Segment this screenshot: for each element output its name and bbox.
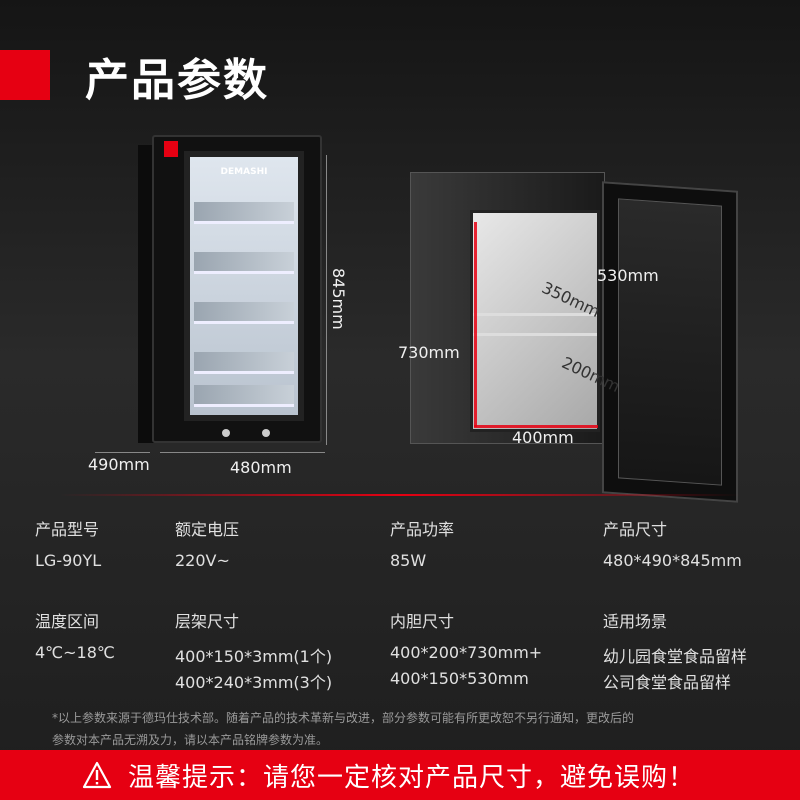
warning-banner: 温馨提示：请您一定核对产品尺寸，避免误购！ [0, 750, 800, 800]
energy-label [164, 141, 178, 157]
inner-width-dimension: 400mm [512, 428, 574, 447]
disclaimer-line-1: *以上参数来源于德玛仕技术部。随着产品的技术革新与改进，部分参数可能有所更改恕不… [52, 711, 635, 725]
brand-logo: DEMASHI [220, 167, 268, 177]
spec-value-shelf-1: 400*150*3mm(1个) [175, 647, 333, 666]
fridge-glass-door: DEMASHI [184, 151, 304, 421]
lock-icon [262, 429, 270, 437]
spec-value-liner-1: 400*200*730mm+ [390, 643, 543, 662]
disclaimer-line-2: 参数对本产品无溯及力，请以本产品铭牌参数为准。 [52, 733, 329, 747]
height-dimension: 845mm [329, 268, 348, 330]
spec-label-scenario: 适用场景 [603, 612, 668, 631]
title-accent-block [0, 50, 50, 100]
spec-label-size: 产品尺寸 [603, 520, 668, 539]
spec-value-scenario-2: 公司食堂食品留样 [603, 673, 732, 692]
spec-label-temperature: 温度区间 [35, 612, 100, 631]
lock-icon [222, 429, 230, 437]
width-dimension: 480mm [230, 458, 292, 477]
warning-icon [82, 761, 112, 789]
fridge-side [138, 145, 154, 443]
depth-dimension: 490mm [88, 455, 150, 474]
spec-label-power: 产品功率 [390, 520, 455, 539]
inner-height-marker [474, 222, 477, 427]
width-dimension-line [160, 452, 325, 453]
spec-value-power: 85W [390, 551, 427, 570]
spec-label-model: 产品型号 [35, 520, 100, 539]
warning-text: 温馨提示：请您一定核对产品尺寸，避免误购！ [128, 762, 696, 793]
spec-label-shelf: 层架尺寸 [175, 612, 240, 631]
spec-value-liner-2: 400*150*530mm [390, 669, 529, 688]
fridge-front-image: DEMASHI [152, 135, 322, 443]
spec-label-liner: 内胆尺寸 [390, 612, 455, 631]
spec-label-voltage: 额定电压 [175, 520, 240, 539]
spec-value-temperature: 4℃~18℃ [35, 643, 115, 662]
spec-value-shelf-2: 400*240*3mm(3个) [175, 673, 333, 692]
spec-value-size: 480*490*845mm [603, 551, 742, 570]
spec-value-scenario-1: 幼儿园食堂食品留样 [603, 647, 748, 666]
spec-value-model: LG-90YL [35, 551, 102, 570]
fridge-interior [470, 210, 600, 432]
divider [60, 494, 740, 496]
height-dimension-line [326, 155, 327, 445]
fridge-open-door [602, 181, 738, 503]
page-title: 产品参数 [85, 55, 269, 106]
disclaimer: *以上参数来源于德玛仕技术部。随着产品的技术革新与改进，部分参数可能有所更改恕不… [52, 707, 772, 751]
inner-height-dimension: 730mm [398, 343, 460, 362]
inner-width-marker [474, 425, 598, 428]
upper-height-dimension: 530mm [597, 266, 659, 285]
depth-dimension-line [95, 452, 150, 453]
spec-value-voltage: 220V~ [175, 551, 230, 570]
